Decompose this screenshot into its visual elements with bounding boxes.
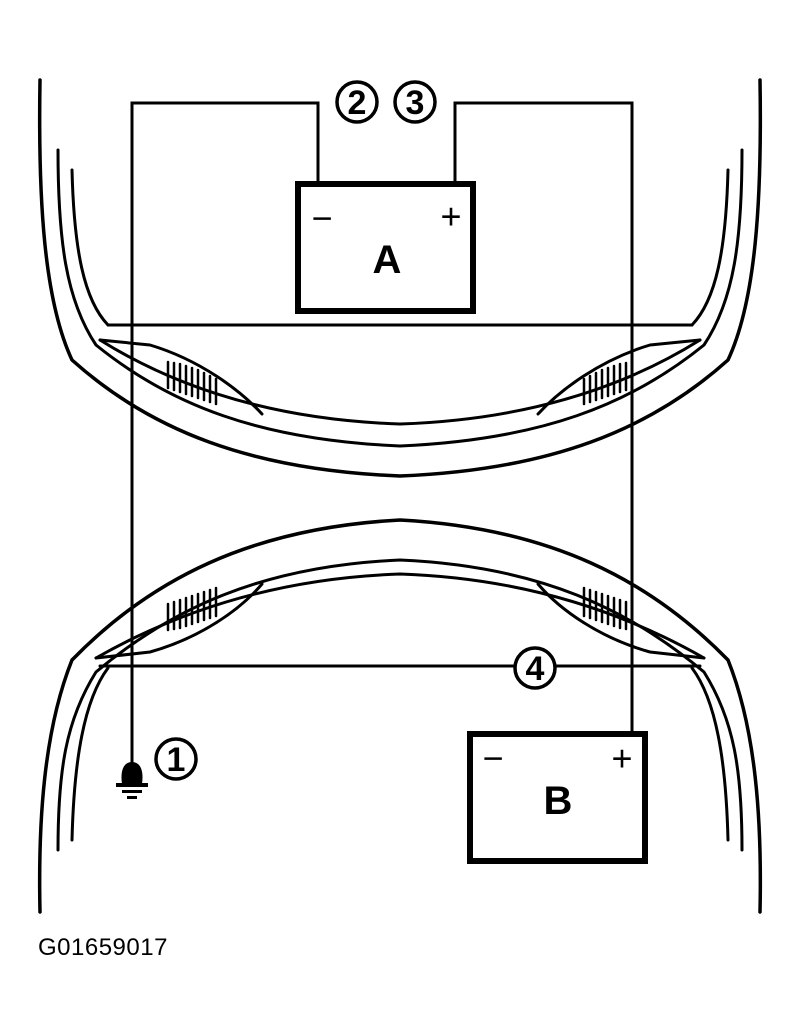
lower-left-grille-hatch — [166, 586, 218, 632]
lower-right-grille-hatch — [582, 586, 634, 632]
battery-a-label: A — [373, 238, 402, 282]
battery-b-negative-sign: − — [482, 738, 503, 779]
battery-b: − + B — [467, 731, 648, 864]
battery-a: − + A — [295, 181, 476, 314]
upper-left-grille-hatch — [166, 360, 218, 406]
callout-3: 3 — [393, 80, 437, 124]
ground-point-icon — [116, 762, 148, 799]
callout-2: 2 — [335, 80, 379, 124]
callout-4: 4 — [513, 646, 557, 690]
svg-text:3: 3 — [406, 84, 425, 122]
battery-a-positive-sign: + — [440, 196, 461, 237]
svg-text:4: 4 — [526, 650, 545, 688]
positive-jumper-cable — [453, 101, 634, 734]
jumper-cables — [130, 101, 634, 770]
lower-vehicle-outline — [37, 518, 763, 914]
upper-vehicle-outline — [37, 78, 763, 478]
svg-text:2: 2 — [348, 84, 367, 122]
negative-jumper-cable — [130, 101, 320, 770]
callout-1: 1 — [154, 737, 198, 781]
battery-b-label: B — [544, 779, 573, 823]
figure-id: G01659017 — [38, 934, 168, 961]
battery-b-positive-sign: + — [611, 738, 632, 779]
upper-right-grille-hatch — [582, 360, 634, 406]
svg-text:1: 1 — [167, 741, 186, 779]
battery-a-negative-sign: − — [311, 198, 332, 239]
